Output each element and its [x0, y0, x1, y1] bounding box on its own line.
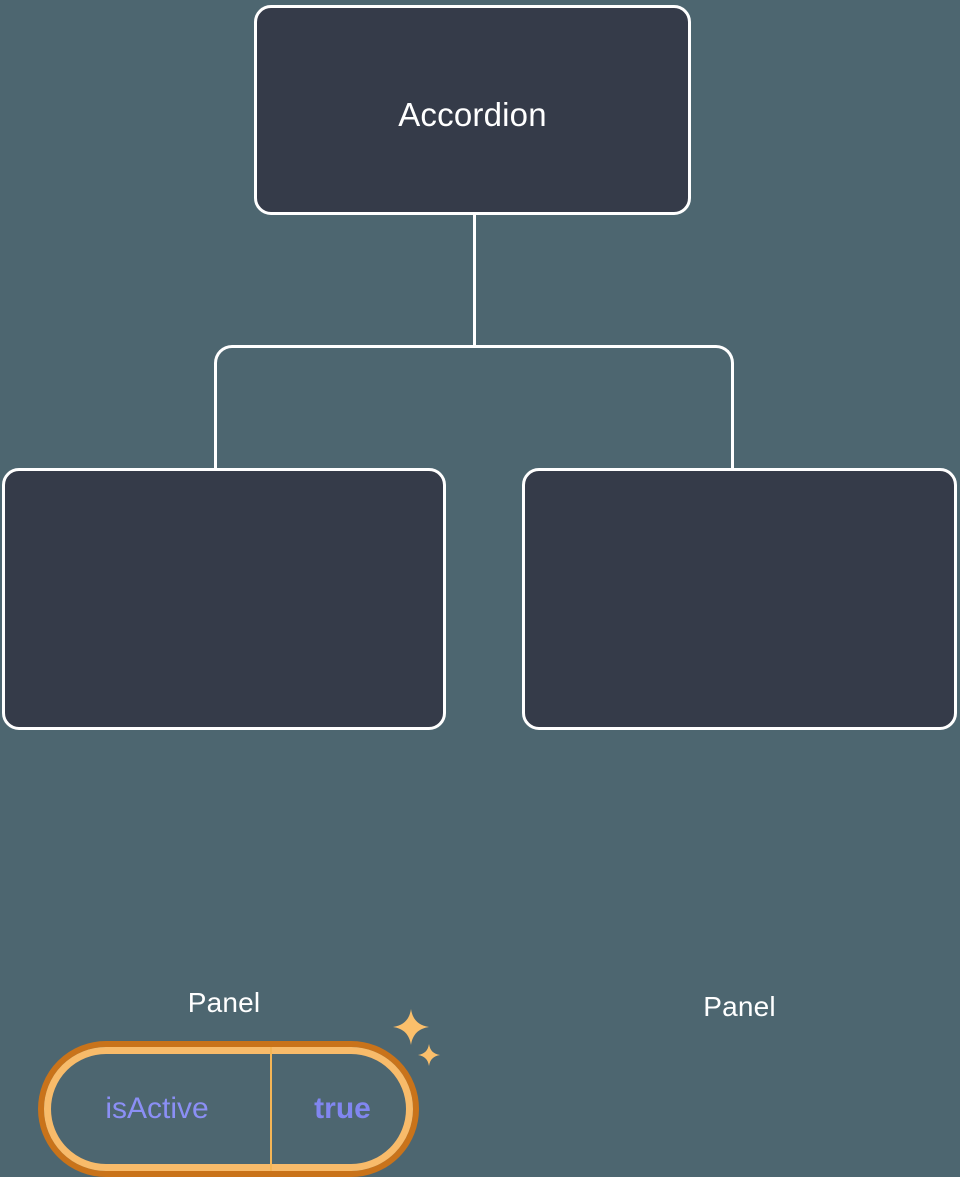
node-panel-inactive-title: Panel [703, 991, 776, 1022]
node-panel-active[interactable]: Panel isActive true [2, 468, 446, 1177]
connector-root-to-branch [473, 214, 476, 348]
node-panel-inactive[interactable]: Panel isActive false [522, 468, 957, 1022]
sparkle-small-icon [418, 1044, 440, 1066]
node-accordion[interactable]: Accordion [254, 5, 691, 215]
prop-pill-isactive-true[interactable]: isActive true [38, 1041, 419, 1177]
node-panel-active-title: Panel [187, 987, 261, 1018]
sparkle-large-icon [393, 1009, 429, 1045]
node-accordion-title: Accordion [398, 96, 547, 133]
component-tree-diagram: Accordion Panel isActive true Panel isAc… [2, 5, 957, 1177]
prop-key-label: isActive [44, 1047, 272, 1171]
connector-branch-bar [214, 345, 734, 471]
prop-value-label: true [314, 1092, 371, 1125]
